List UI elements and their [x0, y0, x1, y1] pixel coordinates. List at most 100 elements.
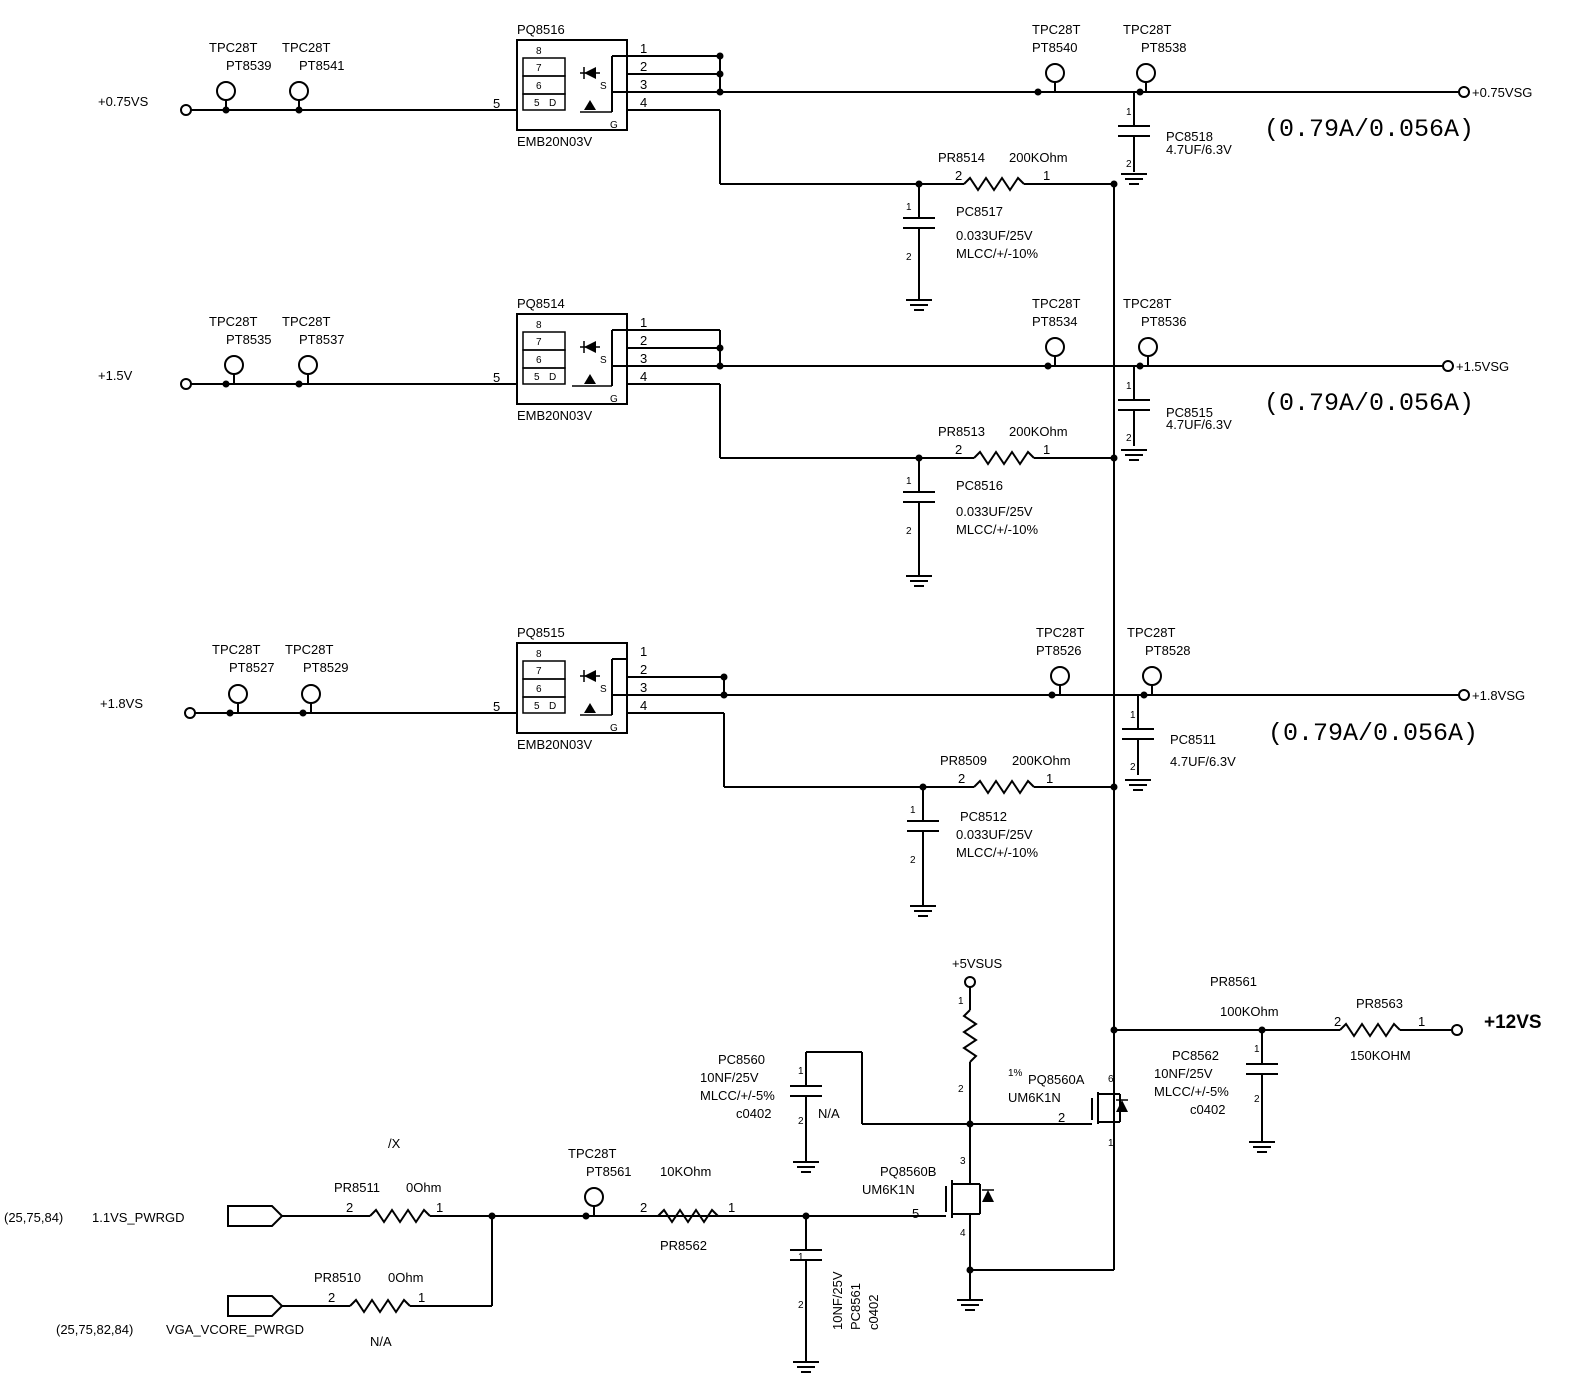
svg-text:1: 1 — [418, 1290, 425, 1305]
cap-ref: PC8512 — [960, 809, 1007, 824]
res-value: 0Ohm — [388, 1270, 423, 1285]
output-terminal — [1458, 86, 1470, 98]
svg-text:2: 2 — [906, 252, 912, 263]
cap-pkg: c0402 — [866, 1295, 881, 1330]
svg-text:1: 1 — [1126, 381, 1132, 392]
resistor — [963, 176, 1025, 192]
svg-text:2: 2 — [640, 59, 647, 74]
tp-type: TPC28T — [568, 1146, 616, 1161]
cap-value: 10NF/25V — [830, 1271, 845, 1330]
input-terminal — [180, 378, 192, 390]
svg-text:3: 3 — [960, 1156, 966, 1167]
q-ref: PQ8560A — [1028, 1072, 1085, 1087]
resistor — [1339, 1022, 1401, 1038]
svg-text:2: 2 — [1058, 1110, 1065, 1125]
svg-text:2: 2 — [1126, 159, 1132, 170]
rail-output-label: +0.75VSG — [1472, 85, 1532, 100]
svg-text:5: 5 — [534, 701, 540, 712]
svg-text:4: 4 — [640, 95, 647, 110]
tp-ref: PT8540 — [1032, 40, 1078, 55]
svg-text:1: 1 — [1130, 710, 1136, 721]
tp-ref: PT8541 — [299, 58, 345, 73]
vin-label: +12VS — [1484, 1012, 1542, 1033]
mosfet-part: EMB20N03V — [517, 134, 592, 149]
svg-text:S: S — [600, 684, 607, 695]
svg-text:D: D — [549, 98, 556, 109]
svg-text:3: 3 — [640, 351, 647, 366]
control-section: +12VS 2 1 PR8563 150KOHM PR8561 100KOhm … — [4, 956, 1542, 1373]
res-value: 200KOhm — [1012, 753, 1071, 768]
svg-text:2: 2 — [346, 1200, 353, 1215]
svg-text:1: 1 — [798, 1252, 804, 1263]
svg-text:5: 5 — [493, 699, 500, 714]
svg-text:2: 2 — [798, 1300, 804, 1311]
vin-terminal — [1451, 1024, 1463, 1036]
svg-text:2: 2 — [1254, 1094, 1260, 1105]
res-value: 100KOhm — [1220, 1004, 1279, 1019]
svg-text:S: S — [600, 81, 607, 92]
svg-text:1: 1 — [1418, 1014, 1425, 1029]
mosfet-body — [516, 313, 628, 405]
sig-pages: (25,75,82,84) — [56, 1322, 133, 1337]
sig-name: VGA_VCORE_PWRGD — [166, 1322, 304, 1337]
svg-text:1: 1 — [436, 1200, 443, 1215]
res-ref: PR8561 — [1210, 974, 1257, 989]
cap-pkg: c0402 — [1190, 1102, 1225, 1117]
tp-type: TPC28T — [1127, 625, 1175, 640]
mosfet-body — [516, 39, 628, 131]
port-vga-vcore-pwrgd — [227, 1295, 284, 1317]
rail-input-label: +1.8VS — [100, 696, 143, 711]
cap-value: 4.7UF/6.3V — [1166, 417, 1232, 432]
svg-text:1: 1 — [728, 1200, 735, 1215]
svg-text:G: G — [610, 120, 618, 131]
cap-value: 4.7UF/6.3V — [1170, 754, 1236, 769]
res-note: N/A — [370, 1334, 392, 1349]
res-ref: PR8509 — [940, 753, 987, 768]
res-ref: PR8563 — [1356, 996, 1403, 1011]
res-ref: PR8511 — [334, 1180, 380, 1195]
svg-text:5: 5 — [493, 370, 500, 385]
cap-spec: MLCC/+/-5% — [700, 1088, 775, 1103]
cap-value: 0.033UF/25V — [956, 827, 1033, 842]
tp-type: TPC28T — [1036, 625, 1084, 640]
svg-text:2: 2 — [640, 662, 647, 677]
svg-text:2: 2 — [958, 1084, 964, 1095]
tp-ref: PT8535 — [226, 332, 272, 347]
svg-text:1: 1 — [640, 41, 647, 56]
tp-type: TPC28T — [285, 642, 333, 657]
rail-output-label: +1.5VSG — [1456, 359, 1509, 374]
svg-text:3: 3 — [640, 680, 647, 695]
current-annotation: (0.79A/0.056A) — [1268, 719, 1478, 748]
svg-text:D: D — [549, 372, 556, 383]
svg-text:6: 6 — [536, 81, 542, 92]
svg-text:1: 1 — [1108, 1138, 1114, 1149]
svg-text:4: 4 — [640, 369, 647, 384]
current-annotation: (0.79A/0.056A) — [1264, 115, 1474, 144]
svg-text:6: 6 — [536, 355, 542, 366]
mosfet-body — [516, 642, 628, 734]
resistor — [369, 1208, 431, 1224]
mosfet-part: EMB20N03V — [517, 737, 592, 752]
svg-text:5: 5 — [912, 1206, 919, 1221]
rail-input-label: +1.5V — [98, 368, 133, 383]
cap-value: 10NF/25V — [700, 1070, 759, 1085]
res-value: 150KOHM — [1350, 1048, 1411, 1063]
mosfet-ref: PQ8514 — [517, 296, 565, 311]
svg-text:G: G — [610, 723, 618, 734]
supply-label: +5VSUS — [952, 956, 1003, 971]
svg-text:1: 1 — [1043, 442, 1050, 457]
q-part: UM6K1N — [1008, 1090, 1061, 1105]
res-ref: PR8514 — [938, 150, 985, 165]
svg-text:1: 1 — [1046, 771, 1053, 786]
svg-text:8: 8 — [536, 320, 542, 331]
tp-ref: PT8537 — [299, 332, 345, 347]
tp-type: TPC28T — [1032, 296, 1080, 311]
port-1-1vs-pwrgd — [227, 1205, 284, 1227]
resistor — [973, 779, 1035, 795]
res-value: 10KOhm — [660, 1164, 711, 1179]
rail-1-5v: +1.5V TPC28T PT8535 TPC28T PT8537 5 8 7 … — [98, 296, 1509, 587]
res-value: 200KOhm — [1009, 150, 1068, 165]
tp-type: TPC28T — [212, 642, 260, 657]
svg-text:1: 1 — [906, 202, 912, 213]
